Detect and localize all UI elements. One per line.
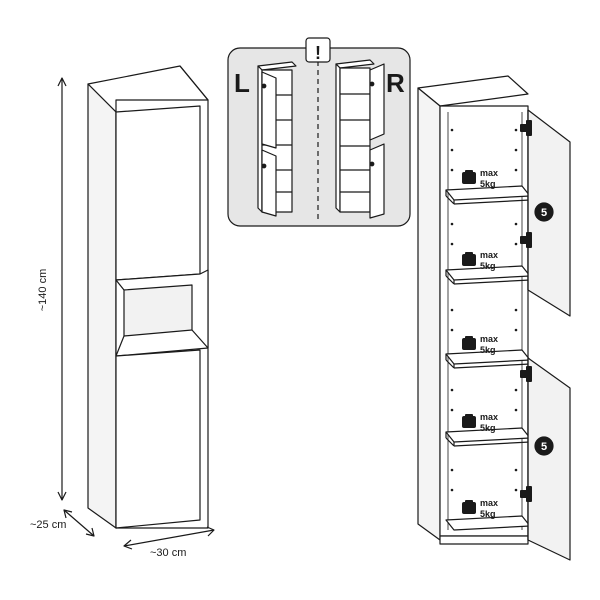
width-dimension-line <box>123 526 215 550</box>
depth-label: ~25 cm <box>30 519 66 531</box>
svg-text:max: max <box>480 168 498 178</box>
load-label-3: max 5kg <box>480 334 498 355</box>
svg-text:5kg: 5kg <box>480 423 496 433</box>
svg-text:max: max <box>480 250 498 260</box>
svg-text:5kg: 5kg <box>480 179 496 189</box>
right-hinge-cabinet <box>335 59 385 219</box>
hinge-count-badge-upper <box>534 202 554 222</box>
warning-mark: ! <box>315 43 321 63</box>
lower-door-open <box>527 357 571 561</box>
height-label: ~140 cm <box>37 269 49 312</box>
hinge-count-upper: 5 <box>541 207 547 219</box>
load-label-1: max 5kg <box>480 168 498 189</box>
width-label: ~30 cm <box>150 547 186 559</box>
open-cabinet <box>417 75 571 561</box>
load-label-4: max 5kg <box>480 412 498 433</box>
orientation-panel <box>227 47 411 227</box>
shelves <box>445 185 531 531</box>
depth-dimension-line <box>63 509 95 537</box>
right-orientation-label: R <box>386 68 405 98</box>
svg-text:max: max <box>480 334 498 344</box>
hinge-icon <box>520 120 532 502</box>
svg-text:5kg: 5kg <box>480 261 496 271</box>
closed-cabinet <box>87 65 209 529</box>
hinge-count-lower: 5 <box>541 441 547 453</box>
shelf-pins <box>450 128 518 492</box>
warning-badge <box>305 37 331 63</box>
hinge-count-badge-lower <box>534 436 554 456</box>
svg-text:5kg: 5kg <box>480 509 496 519</box>
svg-text:5kg: 5kg <box>480 345 496 355</box>
height-dimension-line <box>57 77 67 501</box>
svg-text:max: max <box>480 412 498 422</box>
svg-text:max: max <box>480 498 498 508</box>
left-hinge-cabinet <box>257 61 297 217</box>
weight-icon <box>462 170 476 514</box>
load-label-5: max 5kg <box>480 498 498 519</box>
left-orientation-label: L <box>234 68 250 98</box>
load-label-2: max 5kg <box>480 250 498 271</box>
